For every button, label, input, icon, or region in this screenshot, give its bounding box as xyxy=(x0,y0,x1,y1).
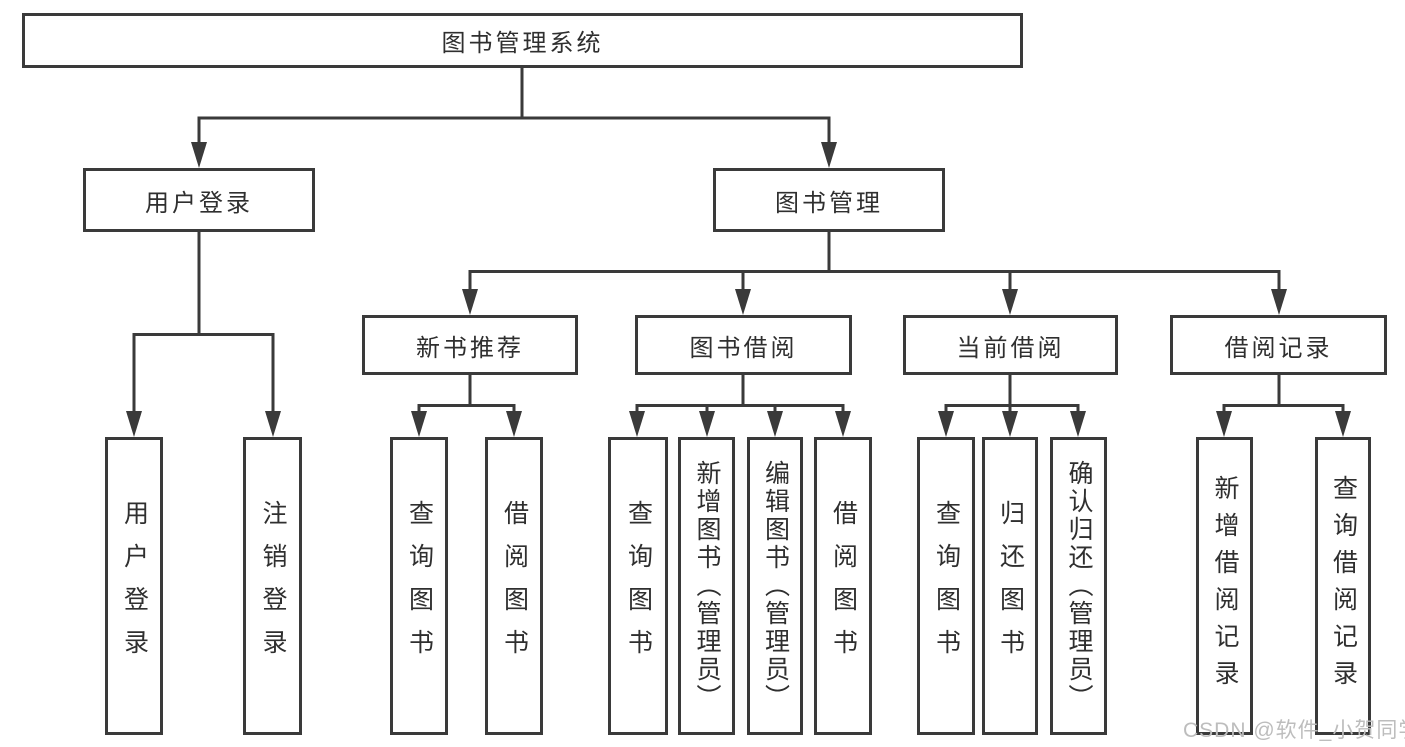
node-label: 图书管理 xyxy=(775,189,883,217)
arrowhead xyxy=(1070,411,1086,437)
leaf-label: 确认归还（管理员） xyxy=(1065,460,1093,712)
leaf-label: 编辑图书（管理员） xyxy=(761,460,790,712)
leaf-query-books-newbook: 查询图书 xyxy=(390,437,448,735)
arrowhead xyxy=(506,411,522,437)
leaf-add-borrow-record: 新增借阅记录 xyxy=(1196,437,1253,735)
arrowhead xyxy=(1216,411,1232,437)
node-label: 图书借阅 xyxy=(689,334,798,362)
leaf-label: 注销登录 xyxy=(259,500,287,672)
leaf-borrow-books: 借阅图书 xyxy=(814,437,872,735)
arrowhead xyxy=(699,411,715,437)
connector-borrow-to-leaves xyxy=(635,375,845,418)
leaf-confirm-return-admin: 确认归还（管理员） xyxy=(1050,437,1107,735)
arrowhead xyxy=(767,411,783,437)
node-book-management: 图书管理 xyxy=(713,168,945,232)
node-label: 借阅记录 xyxy=(1224,334,1333,362)
leaf-edit-books-admin: 编辑图书（管理员） xyxy=(747,437,803,735)
leaf-query-books-current: 查询图书 xyxy=(917,437,975,735)
arrowhead xyxy=(1002,289,1018,315)
connector-userlogin-to-leaves xyxy=(132,232,275,417)
connector-root-to-level2 xyxy=(197,68,831,148)
arrowhead xyxy=(735,289,751,315)
leaf-label: 用户登录 xyxy=(120,500,149,672)
node-book-borrowing: 图书借阅 xyxy=(635,315,852,375)
connector-bookmgmt-to-level3 xyxy=(468,232,1281,295)
leaf-label: 新增图书（管理员） xyxy=(693,460,721,712)
arrowhead xyxy=(462,289,478,315)
arrowhead xyxy=(1271,289,1287,315)
csdn-watermark: CSDN @软件_小贺同学 xyxy=(1183,719,1405,742)
leaf-label: 借阅图书 xyxy=(500,500,529,672)
arrowhead xyxy=(126,411,142,437)
node-label: 用户登录 xyxy=(145,189,253,217)
leaf-label: 查询图书 xyxy=(405,500,434,672)
arrowhead xyxy=(1335,411,1351,437)
connector-record-to-leaves xyxy=(1222,375,1345,418)
node-user-login: 用户登录 xyxy=(83,168,315,232)
leaf-query-books-borrow: 查询图书 xyxy=(608,437,668,735)
leaf-borrow-books-newbook: 借阅图书 xyxy=(485,437,543,735)
arrowhead xyxy=(1002,411,1018,437)
arrowhead xyxy=(835,411,851,437)
leaf-add-books-admin: 新增图书（管理员） xyxy=(678,437,735,735)
node-library-management-system: 图书管理系统 xyxy=(22,13,1023,68)
node-label: 新书推荐 xyxy=(416,334,524,362)
node-label: 当前借阅 xyxy=(956,334,1065,362)
leaf-label: 查询图书 xyxy=(624,500,653,672)
arrowhead xyxy=(821,142,837,168)
arrowhead xyxy=(265,411,281,437)
node-label: 图书管理系统 xyxy=(441,30,604,57)
arrowhead xyxy=(191,142,207,168)
leaf-user-login: 用户登录 xyxy=(105,437,163,735)
node-borrowing-records: 借阅记录 xyxy=(1170,315,1387,375)
leaf-label: 归还图书 xyxy=(996,500,1025,672)
leaf-label: 查询图书 xyxy=(932,500,961,672)
leaf-query-borrow-record: 查询借阅记录 xyxy=(1315,437,1371,735)
arrowhead xyxy=(938,411,954,437)
leaf-label: 查询借阅记录 xyxy=(1329,475,1358,697)
leaf-label: 新增借阅记录 xyxy=(1211,475,1239,697)
node-new-book-recommendation: 新书推荐 xyxy=(362,315,578,375)
leaf-logout: 注销登录 xyxy=(243,437,302,735)
leaf-label: 借阅图书 xyxy=(829,500,858,672)
arrowhead xyxy=(411,411,427,437)
leaf-return-books: 归还图书 xyxy=(982,437,1038,735)
arrowhead xyxy=(629,411,645,437)
connector-newbook-to-leaves xyxy=(417,375,516,418)
node-current-borrowing: 当前借阅 xyxy=(903,315,1118,375)
